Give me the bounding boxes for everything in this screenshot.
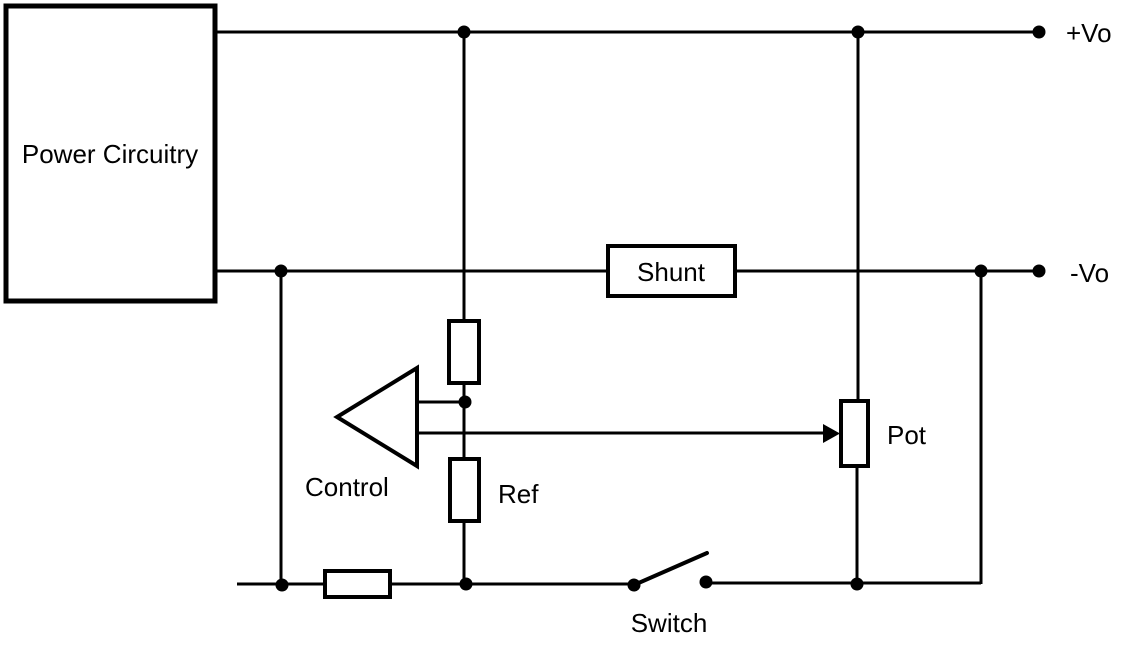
terminal-dot-positive: [1032, 25, 1046, 39]
ref-resistor-box: [448, 457, 481, 523]
control-label: Control: [305, 472, 389, 502]
junction-dot: [458, 395, 472, 409]
positive-output-label: +Vo: [1066, 18, 1112, 48]
power-circuitry-label: Power Circuitry: [22, 139, 198, 169]
bottom-resistor-box: [323, 569, 392, 599]
shunt-label: Shunt: [637, 257, 706, 287]
control-amplifier-triangle: [333, 364, 419, 470]
switch-label: Switch: [631, 608, 708, 638]
terminal-dot-negative: [1032, 264, 1046, 278]
switch-contact-dot-right: [699, 575, 713, 589]
pot-label: Pot: [887, 420, 927, 450]
junction-dot: [275, 578, 289, 592]
pot-resistor-box: [839, 399, 870, 468]
switch-blade: [632, 551, 709, 587]
ref-label: Ref: [498, 479, 539, 509]
wiper-arrowhead-icon: [823, 424, 840, 443]
negative-output-label: -Vo: [1070, 258, 1109, 288]
junction-dot: [850, 577, 864, 591]
series-resistor-box: [447, 319, 481, 385]
junction-dot: [459, 577, 473, 591]
junction-dot: [457, 25, 471, 39]
junction-dot: [974, 264, 988, 278]
junction-dot: [851, 25, 865, 39]
junction-dot: [274, 264, 288, 278]
shunt-resistor-box: [606, 244, 737, 298]
power-circuitry-box: [3, 3, 218, 304]
switch-contact-dot-left: [627, 578, 641, 592]
